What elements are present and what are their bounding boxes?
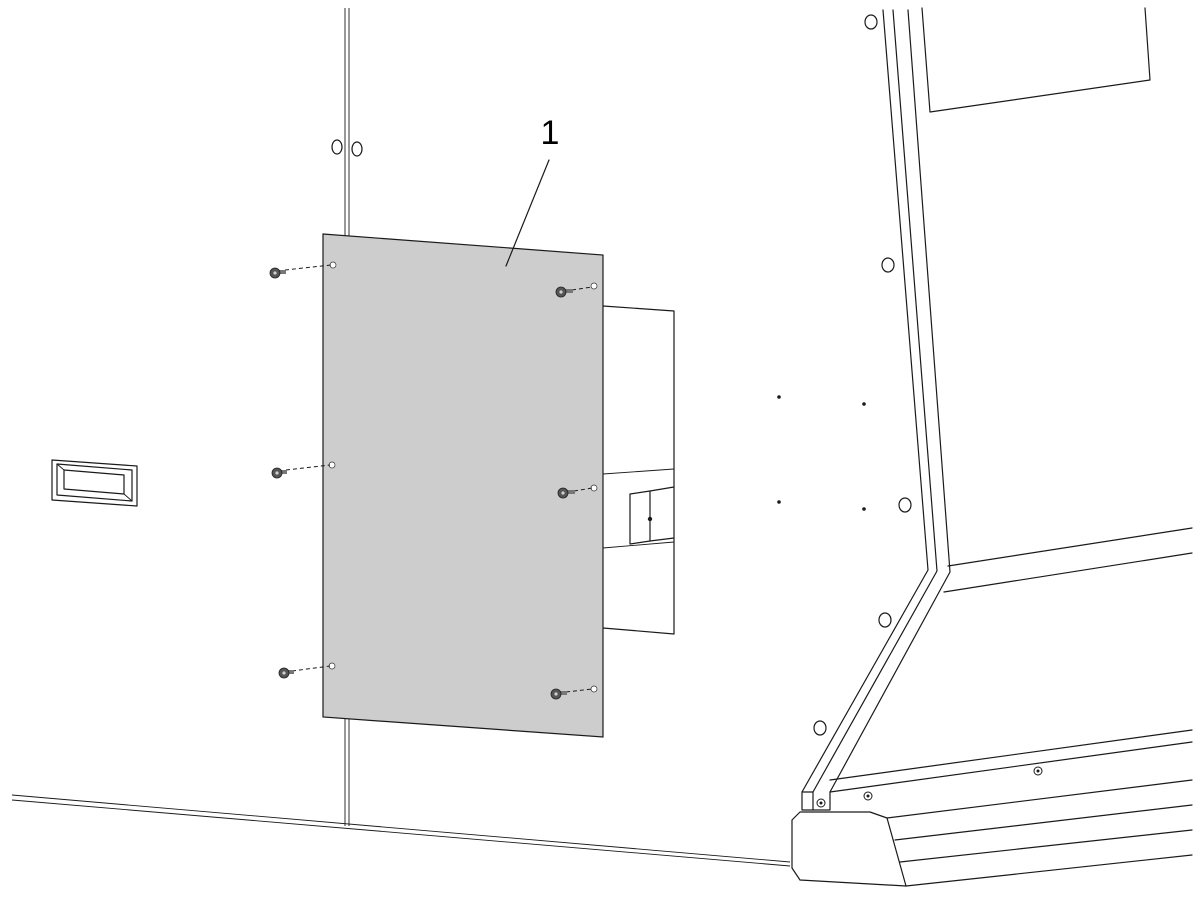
cover-panel	[322, 233, 604, 738]
screw-bottom-right	[550, 688, 593, 700]
screw-mid-left	[271, 464, 331, 479]
screw-bottom-left	[278, 665, 331, 679]
machine-frame	[791, 7, 1193, 887]
base-bolts	[816, 766, 1043, 808]
floor-lines	[11, 794, 791, 867]
callout-label: 1	[541, 114, 560, 152]
screws	[269, 264, 593, 700]
screw-top-right	[555, 286, 593, 298]
wall-dots	[777, 395, 866, 511]
screw-top-left	[269, 264, 332, 279]
seam-holes	[331, 139, 363, 157]
wall-opening	[602, 305, 675, 635]
screw-mid-right	[557, 487, 593, 499]
callout-1: 1	[505, 114, 560, 267]
recessed-handle	[51, 459, 138, 507]
